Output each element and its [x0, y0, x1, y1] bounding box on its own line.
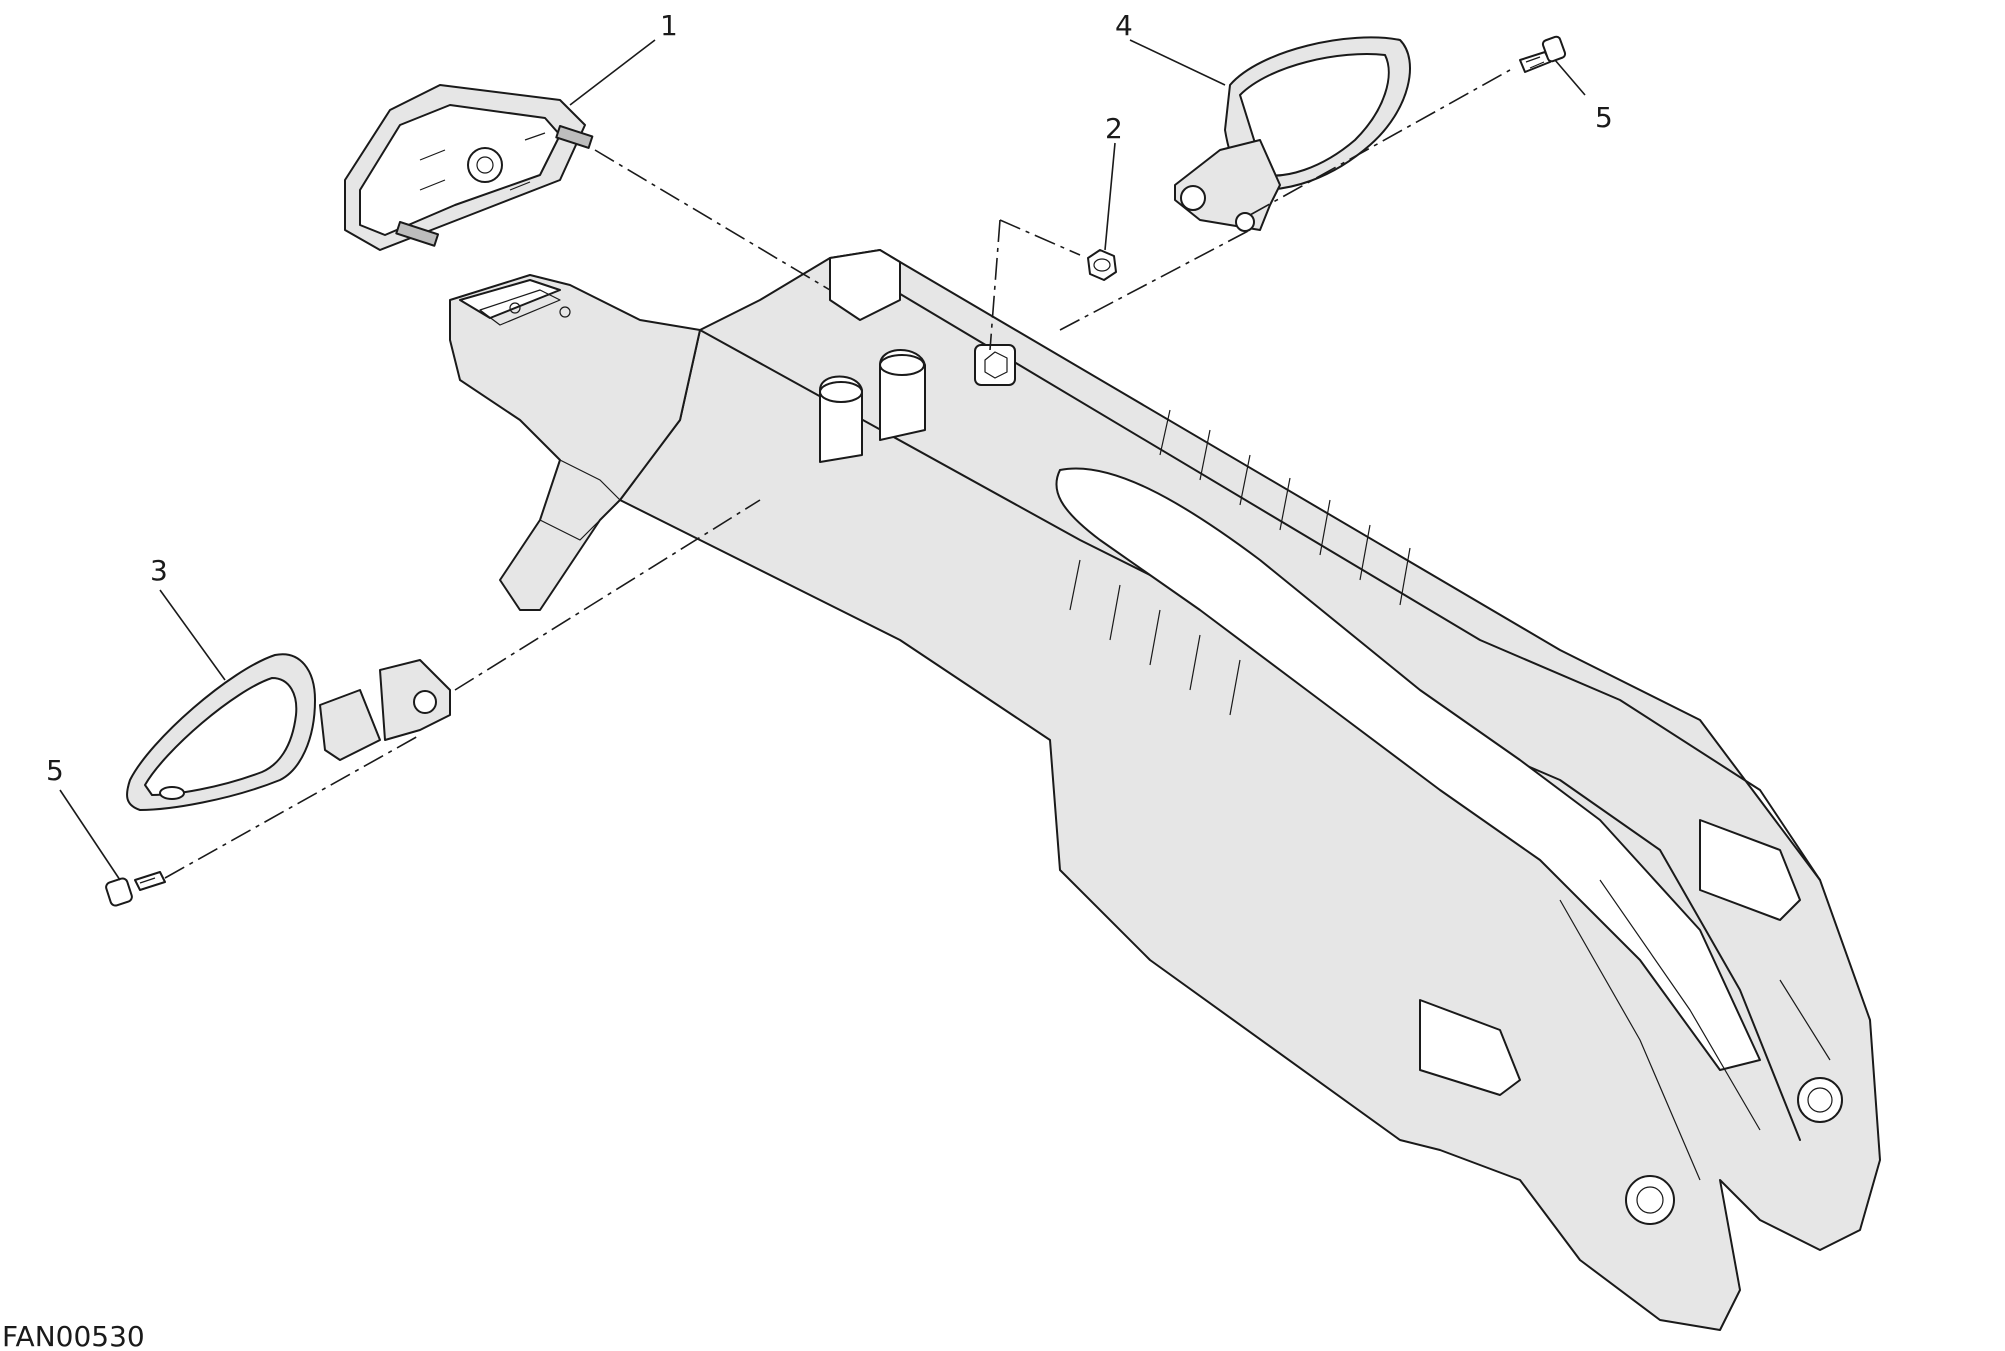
drawing-code: FAN00530	[2, 1320, 145, 1351]
callout-5-right: 5	[1595, 101, 1613, 134]
screw-right-part-5	[1519, 35, 1567, 73]
callout-3: 3	[150, 554, 168, 587]
flange-nut-part-2	[1087, 249, 1117, 281]
turn-signal-left-part-3	[126, 653, 451, 811]
callout-1: 1	[660, 9, 678, 42]
callout-labels: 1 2 3 4 5 5	[46, 9, 1613, 787]
rear-mudguard-body	[619, 249, 1881, 1331]
callout-2: 2	[1105, 112, 1123, 145]
callout-4: 4	[1115, 9, 1133, 42]
plate-holder-bracket	[449, 274, 701, 611]
plate-light-part-1	[344, 84, 594, 251]
screw-left-part-5	[105, 871, 166, 907]
callout-leaders	[59, 39, 1586, 881]
callout-5-left: 5	[46, 754, 64, 787]
assembly-axis-lines	[164, 69, 1511, 879]
turn-signal-right-part-4	[1174, 36, 1411, 232]
